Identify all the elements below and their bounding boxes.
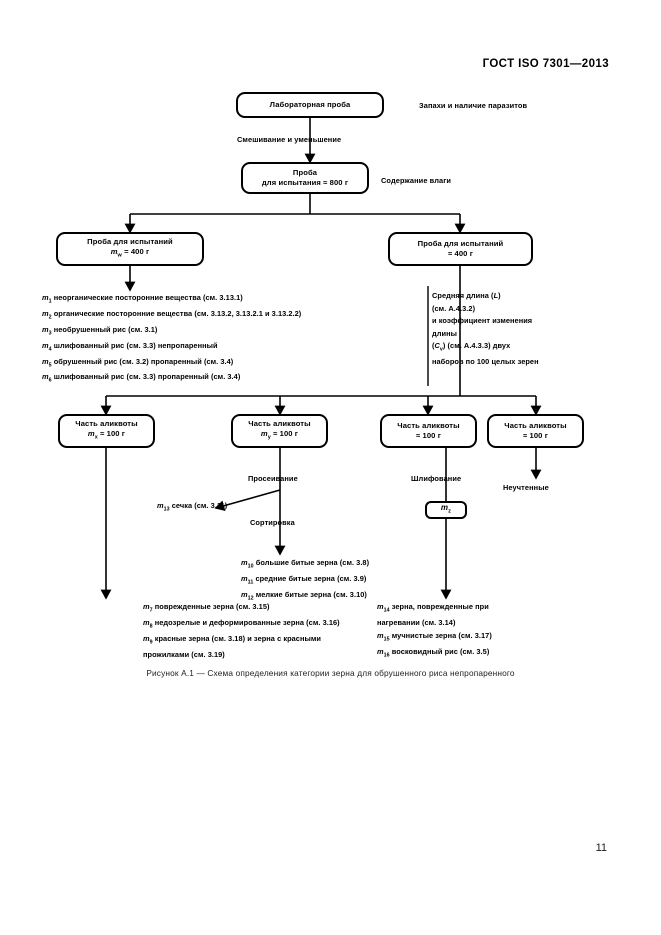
list-item: (Cv) (см. А.4.3.3) двух (432, 341, 511, 353)
label-polishing: Шлифование (411, 474, 462, 483)
list-item: длины (432, 328, 457, 338)
label-sieving: Просеивание (248, 474, 298, 483)
list-item: m12 мелкие битые зерна (см. 3.10) (241, 589, 367, 602)
node-laboratory-sample-label: Лабораторная проба (269, 100, 351, 109)
node-aliquot-my-line2: my ≈ 100 г (260, 429, 299, 441)
node-mz: mz (425, 501, 467, 519)
node-aliquot-mx-line2: mx ≈ 100 г (87, 429, 126, 441)
node-test-portion-mw-400g: Проба для испытаний mw = 400 г (56, 232, 204, 266)
list-average-length: Средняя длина (L) (см. А.4.3.2) и коэффи… (432, 290, 582, 369)
node-aliquot-fourth-line1: Часть аликвоты (504, 421, 567, 430)
flowchart-connectors (100, 118, 542, 600)
list-item: (см. А.4.3.2) (432, 303, 476, 313)
list-item: m15 мучнистые зерна (см. 3.17) (377, 630, 492, 643)
list-item: m7 поврежденные зерна (см. 3.15) (143, 602, 270, 614)
node-aliquot-mx: Часть аликвоты mx ≈ 100 г (58, 414, 155, 448)
node-test-sample-line1: Проба (292, 168, 318, 177)
label-sorting: Сортировка (250, 518, 295, 527)
document-header-standard-number: ГОСТ ISO 7301—2013 (482, 58, 609, 70)
list-item: нагревании (см. 3.14) (377, 618, 456, 628)
node-test-sample-line2: для испытания ≈ 800 г (261, 178, 349, 187)
list-item: m2 органические посторонние вещества (см… (42, 308, 302, 321)
node-laboratory-sample: Лабораторная проба (236, 92, 384, 118)
list-item: прожилками (см. 3.19) (143, 650, 225, 660)
list-item: m5 обрушенный рис (см. 3.2) пропаренный … (42, 356, 234, 368)
node-test-portion-400-line2: ≈ 400 г (448, 249, 473, 258)
node-test-portion-400g: Проба для испытаний ≈ 400 г (388, 232, 533, 266)
list-m13: m13 сечка (см. 3.11) (157, 500, 227, 516)
flowchart-figure-a1: Лабораторная проба Проба для испытания ≈… (42, 92, 584, 662)
node-aliquot-third-line1: Часть аликвоты (397, 421, 460, 430)
label-moisture-content: Содержание влаги (381, 176, 452, 185)
list-m7-m9: m7 поврежденные зерна (см. 3.15) m8 недо… (143, 601, 393, 662)
list-item: наборов по 100 целых зерен (432, 357, 539, 367)
list-item: Средняя длина (L) (432, 291, 501, 300)
list-m14-m16: m14 зерна, поврежденные при нагревании (… (377, 601, 577, 662)
node-test-portion-400-line1: Проба для испытаний (417, 239, 504, 248)
node-aliquot-fourth: Часть аликвоты ≈ 100 г (487, 414, 584, 448)
list-item: m9 красные зерна (см. 3.18) и зерна с кр… (143, 634, 321, 646)
label-mixing-and-reduction: Смешивание и уменьшение (237, 135, 342, 144)
list-item: m14 зерна, поврежденные при (377, 602, 489, 614)
node-test-sample-800g: Проба для испытания ≈ 800 г (241, 162, 369, 194)
list-item: m1 неорганические посторонние вещества (… (42, 293, 243, 305)
list-item: m16 восковидный рис (см. 3.5) (377, 646, 490, 659)
figure-caption: Рисунок А.1 — Схема определения категори… (146, 668, 515, 678)
node-aliquot-my-line1: Часть аликвоты (248, 419, 311, 429)
list-item: m11 средние битые зерна (см. 3.9) (241, 573, 367, 586)
list-item: m8 недозрелые и деформированные зерна (с… (143, 618, 340, 630)
label-odours-and-parasites: Запахи и наличие паразитов (419, 101, 528, 110)
list-item: m10 большие битые зерна (см. 3.8) (241, 558, 370, 570)
list-m1-m6: m1 неорганические посторонние вещества (… (42, 292, 387, 387)
list-item: m3 необрушенный рис (см. 3.1) (42, 324, 158, 337)
list-m10-m12: m10 большие битые зерна (см. 3.8) m11 ср… (241, 557, 369, 605)
list-item: m13 сечка (см. 3.11) (157, 501, 228, 513)
node-test-portion-mw-line2: mw = 400 г (110, 247, 150, 259)
list-item: и коэффициент изменения (432, 316, 533, 326)
node-mz-label: mz (440, 503, 452, 515)
list-item: m4 шлифованный рис (см. 3.3) непропаренн… (42, 340, 218, 353)
node-test-portion-mw-line1: Проба для испытаний (87, 237, 173, 247)
node-aliquot-third: Часть аликвоты ≈ 100 г (380, 414, 477, 448)
label-unaccounted: Неучтенные (503, 483, 549, 492)
node-aliquot-mx-line1: Часть аликвоты (75, 419, 138, 429)
node-aliquot-fourth-line2: ≈ 100 г (523, 431, 548, 440)
node-aliquot-third-line2: ≈ 100 г (416, 431, 441, 440)
list-item: m6 шлифованный рис (см. 3.3) пропаренный… (42, 372, 241, 384)
page-number: 11 (595, 842, 607, 854)
node-aliquot-my: Часть аликвоты my ≈ 100 г (231, 414, 328, 448)
